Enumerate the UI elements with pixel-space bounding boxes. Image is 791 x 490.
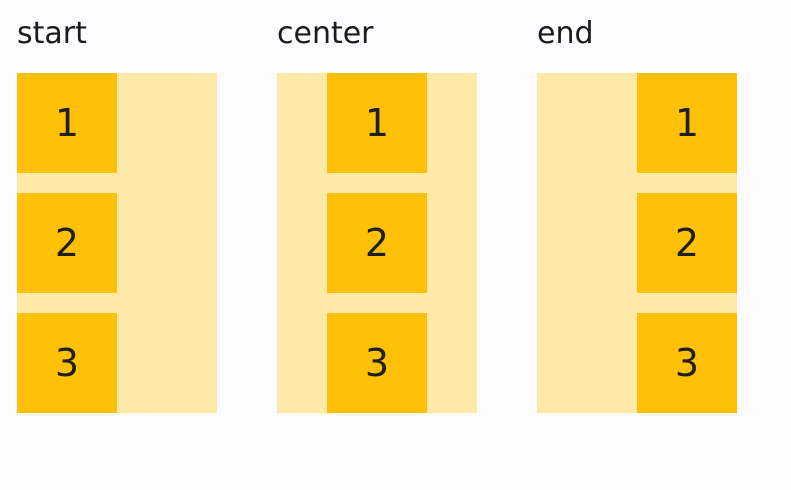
grid-item: 1 [327,73,427,173]
group-center: center 1 2 3 [277,14,477,413]
grid-container-end: 1 2 3 [537,73,737,413]
alignment-demo: start 1 2 3 center 1 2 3 end 1 2 3 [17,14,737,413]
group-label-center: center [277,16,374,51]
grid-item: 2 [637,193,737,293]
group-start: start 1 2 3 [17,14,217,413]
grid-container-start: 1 2 3 [17,73,217,413]
grid-item: 3 [637,313,737,413]
grid-item: 1 [17,73,117,173]
grid-item: 1 [637,73,737,173]
grid-item: 2 [327,193,427,293]
group-label-end: end [537,16,594,51]
grid-item: 2 [17,193,117,293]
grid-item: 3 [327,313,427,413]
grid-item: 3 [17,313,117,413]
group-label-start: start [17,16,87,51]
grid-container-center: 1 2 3 [277,73,477,413]
group-end: end 1 2 3 [537,14,737,413]
